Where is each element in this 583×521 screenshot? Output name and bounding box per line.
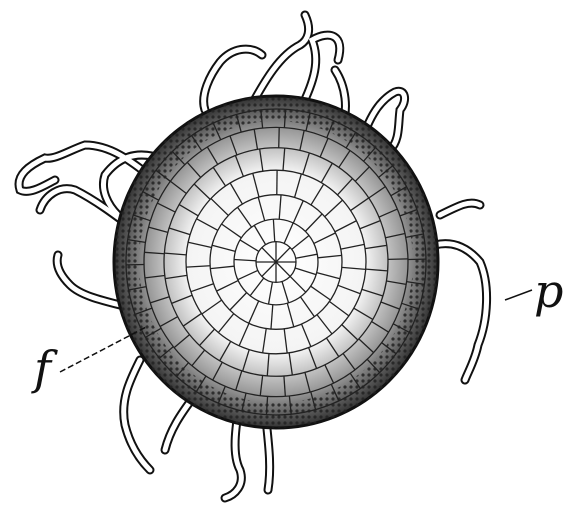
cross-section-disk — [114, 96, 438, 428]
label-p-leader-line — [505, 290, 532, 300]
label-p: p — [534, 268, 563, 314]
label-f: f — [34, 345, 51, 391]
